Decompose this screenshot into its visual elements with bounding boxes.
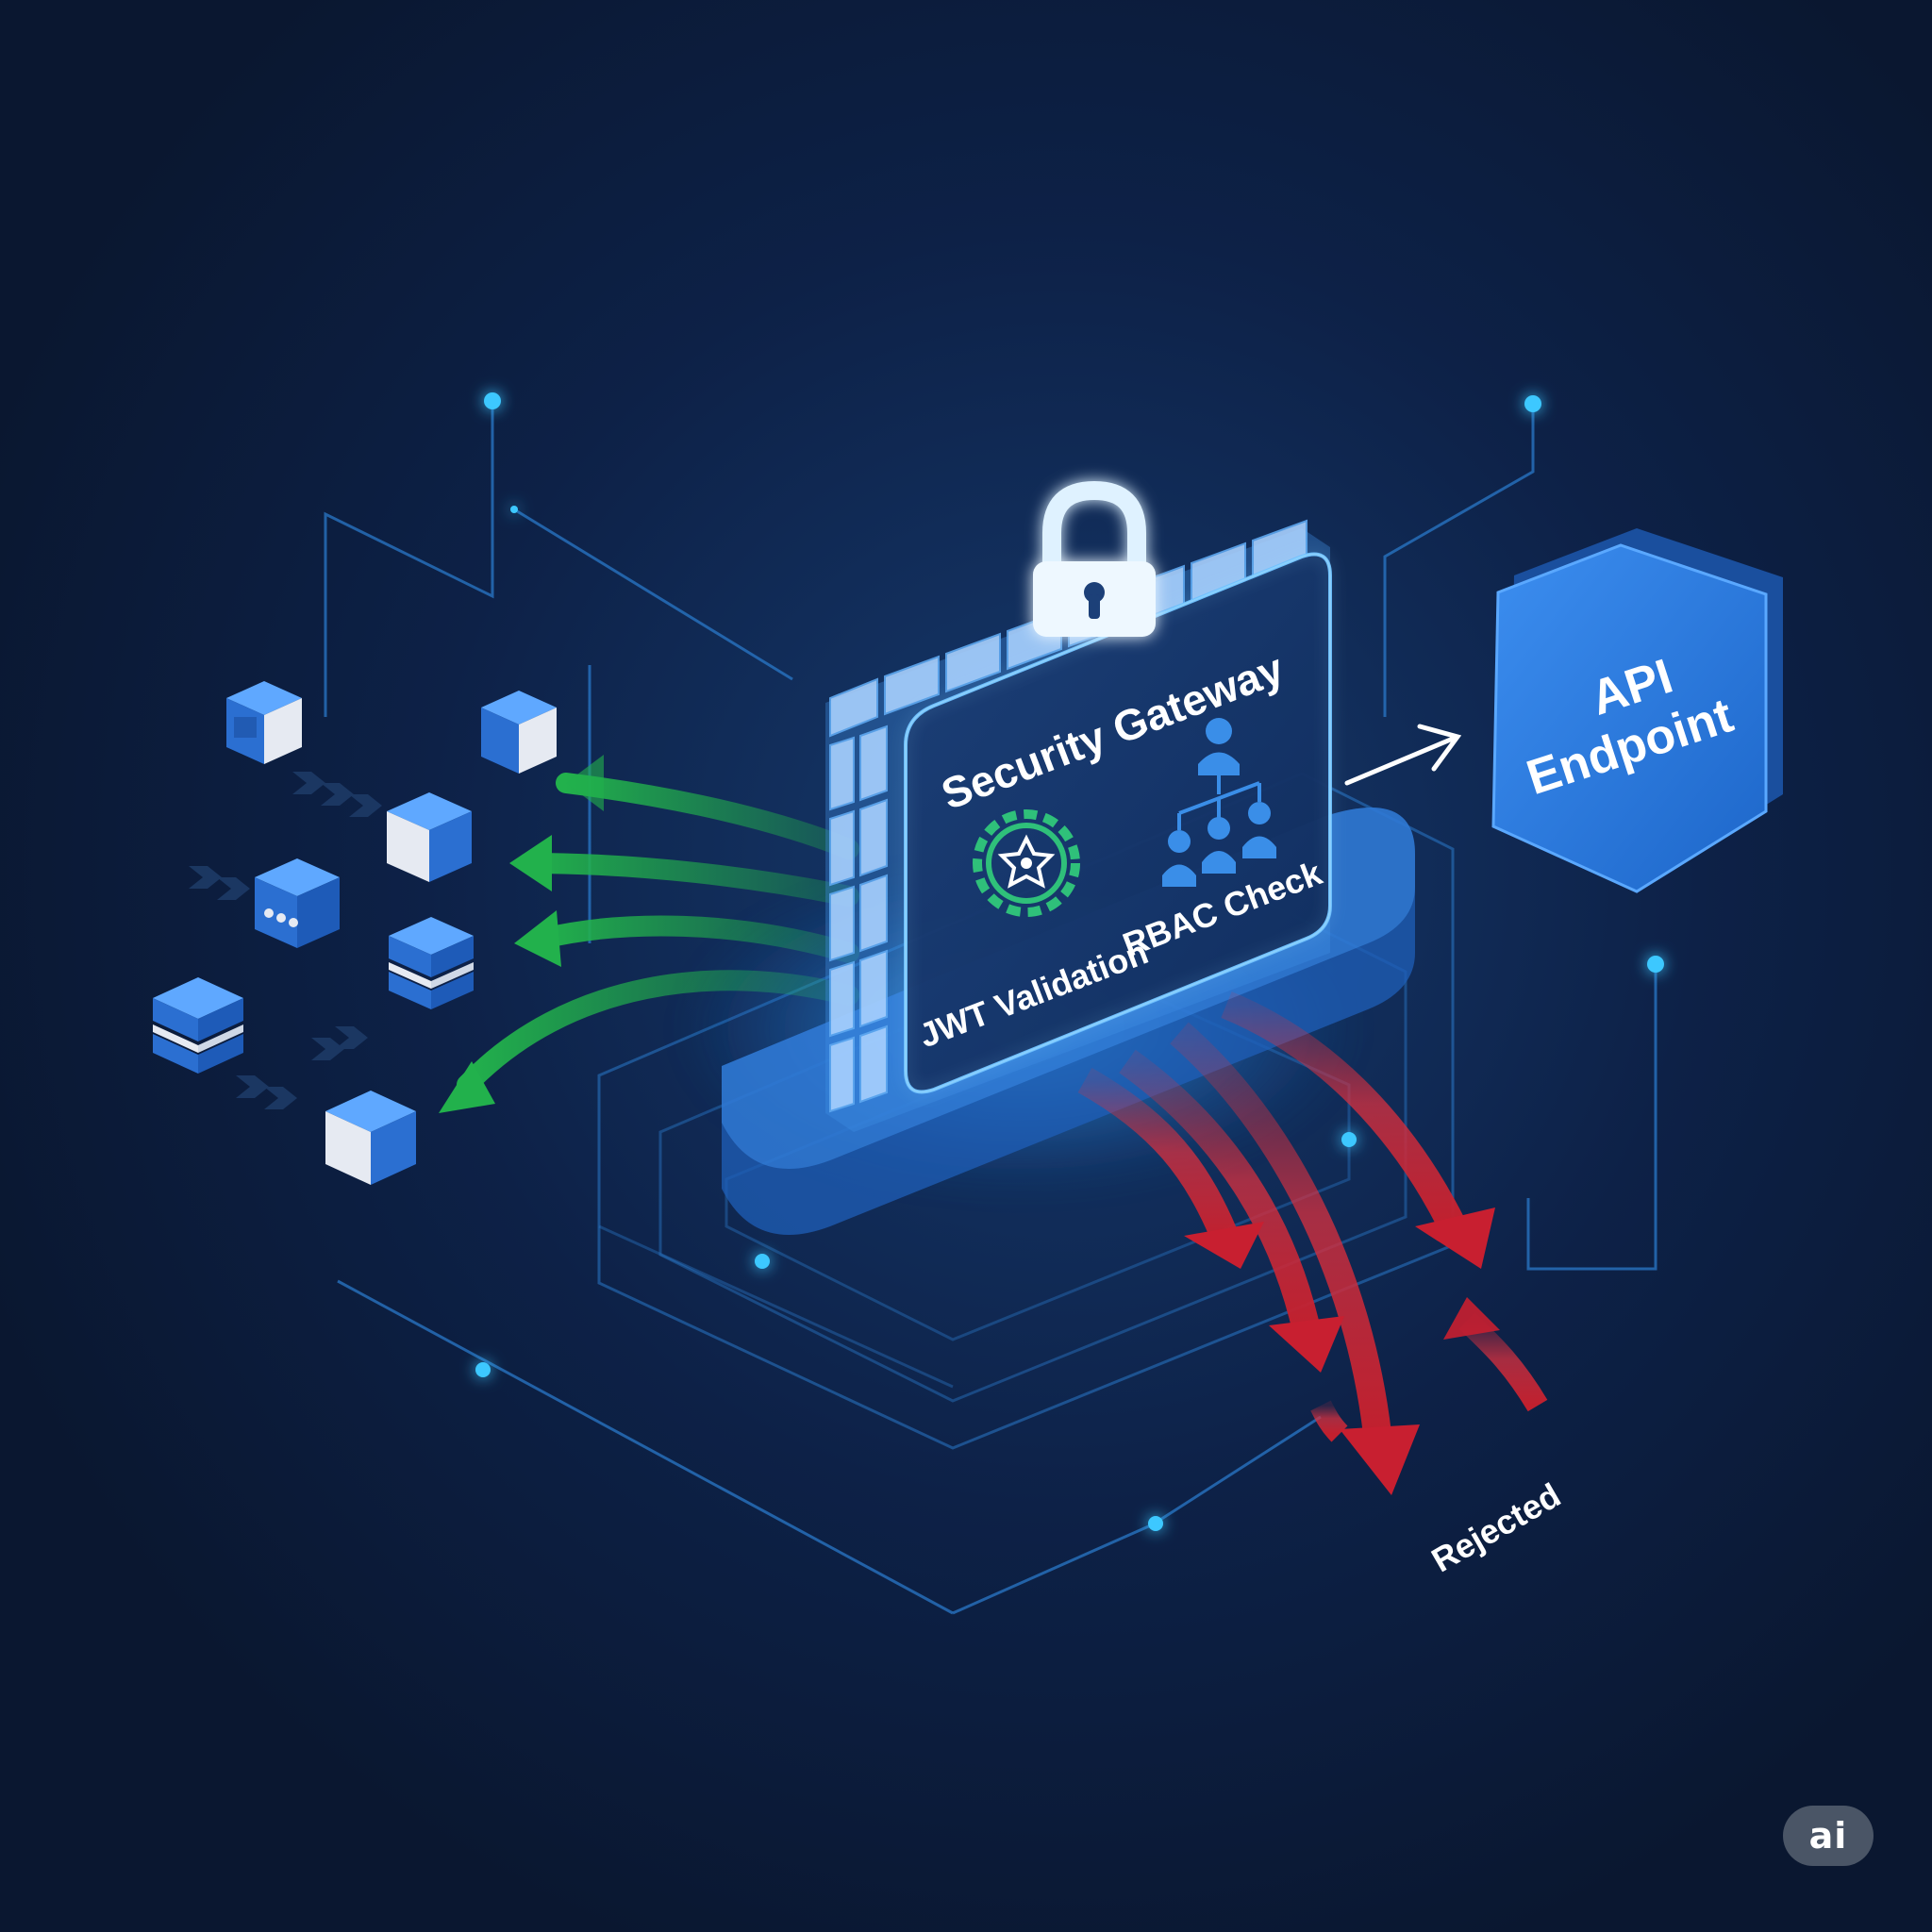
client-block <box>481 691 557 774</box>
circuit-nodes <box>475 392 1664 1531</box>
ai-badge: ai <box>1783 1806 1874 1866</box>
org-chart-icon <box>1162 718 1276 887</box>
client-block <box>325 1091 416 1185</box>
gear-shield-icon <box>973 809 1080 917</box>
lock-icon <box>1033 480 1156 637</box>
client-block <box>389 917 474 1009</box>
client-block <box>153 977 243 1074</box>
arrow-right-icon <box>1344 724 1462 786</box>
client-block <box>255 858 340 948</box>
allowed-arrowheads <box>439 755 604 1113</box>
rejected-arrows <box>1077 991 1548 1442</box>
client-block <box>387 792 472 882</box>
client-block <box>226 681 302 764</box>
api-endpoint-node <box>1491 528 1783 893</box>
client-blocks <box>153 681 557 1185</box>
rejected-arrowheads <box>1184 1208 1500 1495</box>
security-gateway-panel <box>904 552 1332 1094</box>
